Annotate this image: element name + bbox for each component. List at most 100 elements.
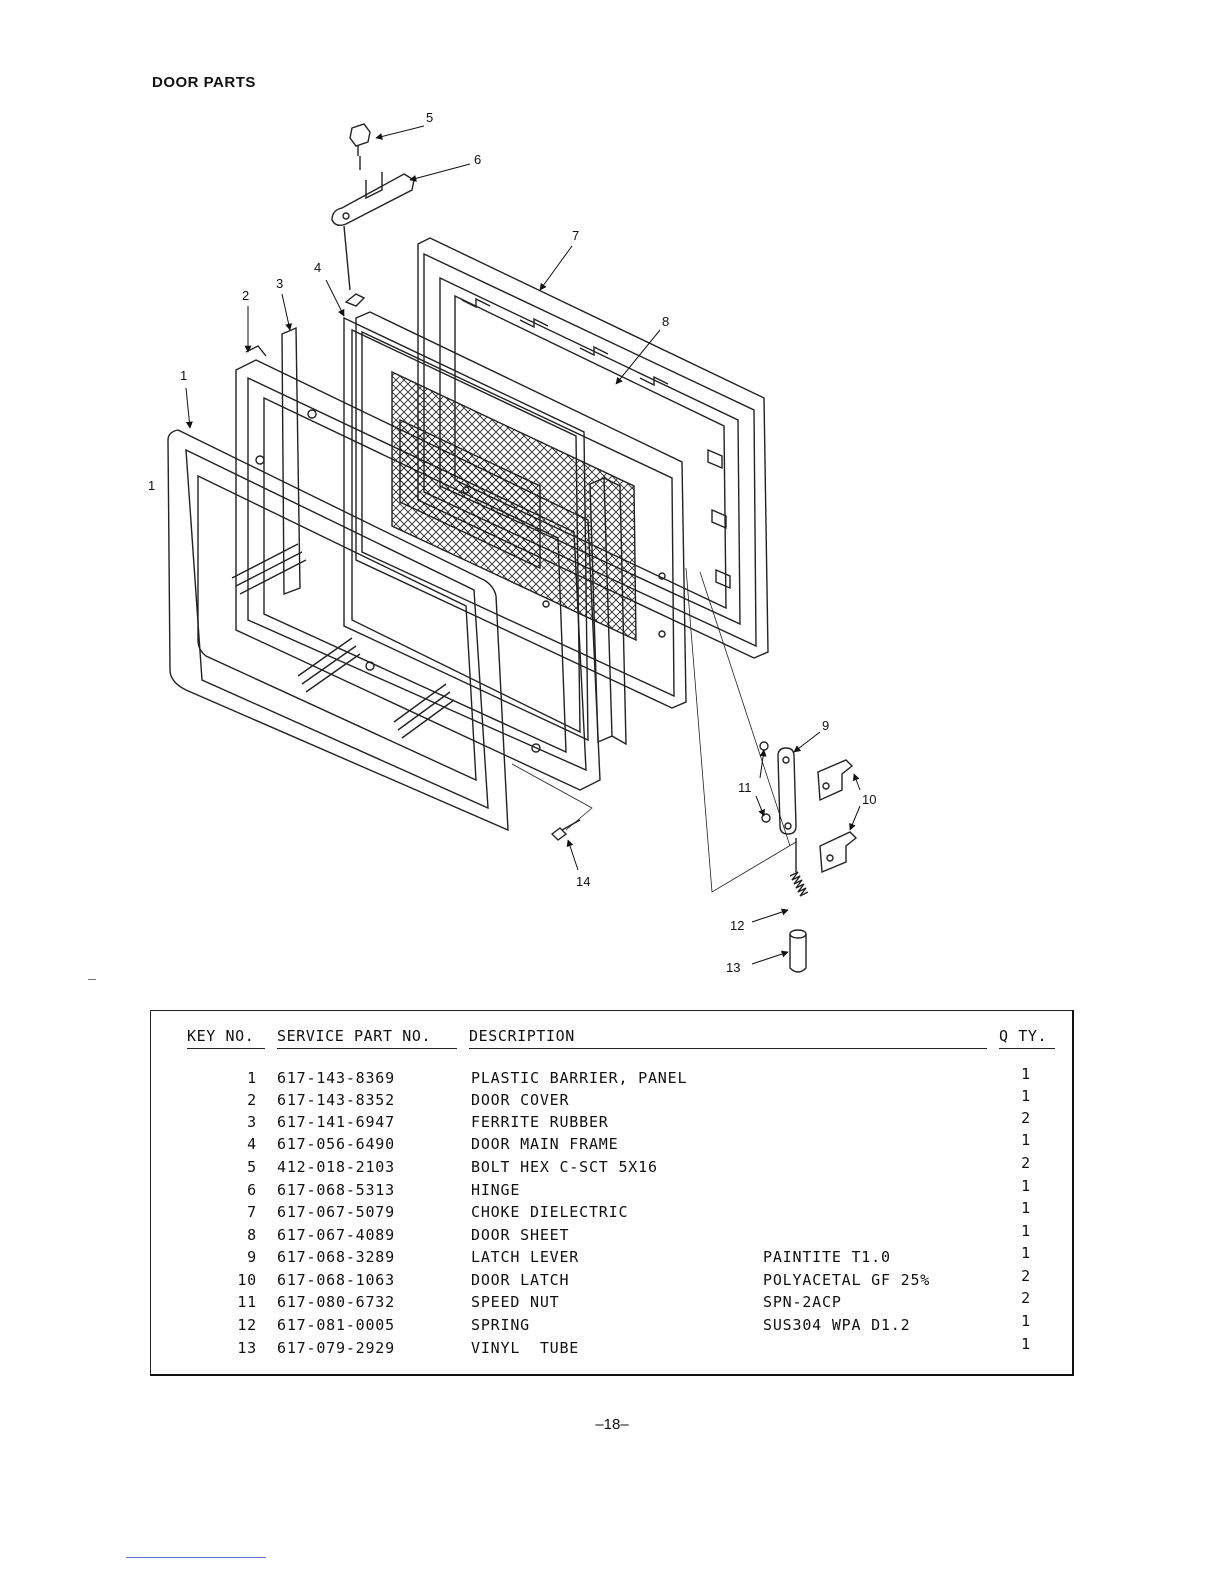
description: DOOR SHEET (471, 1226, 570, 1244)
service-part-no: 617-068-5313 (277, 1181, 395, 1199)
table-row: 7 617-067-5079 CHOKE DIELECTRIC 1 (151, 1199, 1072, 1225)
key-no: 9 (247, 1248, 257, 1266)
table-row: 5 412-018-2103 BOLT HEX C-SCT 5X16 2 (151, 1154, 1072, 1180)
callout-6: 6 (474, 152, 481, 167)
callout-14: 14 (576, 874, 590, 889)
key-no: 5 (247, 1158, 257, 1176)
bolt-hex-part (349, 123, 371, 170)
key-no: 6 (247, 1181, 257, 1199)
key-no: 8 (247, 1226, 257, 1244)
description: CHOKE DIELECTRIC (471, 1203, 629, 1221)
door-latch-part (817, 759, 858, 874)
callout-7: 7 (572, 228, 579, 243)
service-part-no: 617-143-8369 (277, 1069, 395, 1087)
description: DOOR COVER (471, 1091, 570, 1109)
description: SPEED NUT (471, 1293, 560, 1311)
description: DOOR MAIN FRAME (471, 1135, 619, 1153)
spring-part (789, 838, 809, 897)
description: SPRING (471, 1316, 530, 1334)
header-underline-qty (999, 1048, 1055, 1050)
description: VINYL TUBE (471, 1339, 580, 1357)
service-part-no: 617-143-8352 (277, 1091, 395, 1109)
page-heading: DOOR PARTS (152, 74, 256, 91)
screw-part (550, 819, 581, 841)
quantity: 2 (1021, 1267, 1031, 1285)
service-part-no: 617-079-2929 (277, 1339, 395, 1357)
callout-3: 3 (276, 276, 283, 291)
door-main-frame-part (343, 293, 666, 742)
description: BOLT HEX C-SCT 5X16 (471, 1158, 658, 1176)
quantity: 1 (1021, 1199, 1031, 1217)
quantity: 1 (1021, 1177, 1031, 1195)
table-row: 1 617-143-8369 PLASTIC BARRIER, PANEL 1 (151, 1065, 1072, 1091)
quantity: 1 (1021, 1131, 1031, 1149)
key-no: 11 (237, 1293, 257, 1311)
material-spec: PAINTITE T1.0 (763, 1248, 891, 1266)
vinyl-tube-part (789, 929, 807, 973)
key-no: 10 (237, 1271, 257, 1289)
page-number: –18– (595, 1416, 629, 1433)
service-part-no: 617-080-6732 (277, 1293, 395, 1311)
material-spec: SPN-2ACP (763, 1293, 842, 1311)
table-row: 8 617-067-4089 DOOR SHEET 1 (151, 1222, 1072, 1248)
callout-8: 8 (662, 314, 669, 329)
door-cover-part (235, 345, 601, 791)
table-row: 2 617-143-8352 DOOR COVER 1 (151, 1087, 1072, 1113)
callout-12: 12 (730, 918, 744, 933)
service-part-no: 617-056-6490 (277, 1135, 395, 1153)
service-part-no: 617-067-5079 (277, 1203, 395, 1221)
description: LATCH LEVER (471, 1248, 580, 1266)
table-row: 12 617-081-0005 SPRING SUS304 WPA D1.2 1 (151, 1312, 1072, 1338)
table-row: 6 617-068-5313 HINGE 1 (151, 1177, 1072, 1203)
description: FERRITE RUBBER (471, 1113, 609, 1131)
header-qty: Q TY. (999, 1027, 1048, 1045)
table-row: 3 617-141-6947 FERRITE RUBBER 2 (151, 1109, 1072, 1135)
quantity: 1 (1021, 1312, 1031, 1330)
header-service-part-no: SERVICE PART NO. (277, 1027, 432, 1045)
service-part-no: 617-068-1063 (277, 1271, 395, 1289)
exploded-door-diagram: 1 1 2 3 4 5 6 7 8 9 10 11 12 13 14 (148, 110, 876, 975)
callout-1: 1 (180, 368, 187, 383)
table-row: 11 617-080-6732 SPEED NUT SPN-2ACP 2 (151, 1289, 1072, 1315)
table-row: 4 617-056-6490 DOOR MAIN FRAME 1 (151, 1131, 1072, 1157)
door-sheet-part (355, 311, 687, 709)
description: HINGE (471, 1181, 521, 1199)
margin-tick (88, 979, 96, 980)
callout-10: 10 (862, 792, 876, 807)
key-no: 13 (237, 1339, 257, 1357)
service-part-no: 617-141-6947 (277, 1113, 395, 1131)
quantity: 1 (1021, 1065, 1031, 1083)
table-row: 10 617-068-1063 DOOR LATCH POLYACETAL GF… (151, 1267, 1072, 1293)
quantity: 2 (1021, 1109, 1031, 1127)
latch-lever-part (777, 747, 797, 835)
callout-4: 4 (314, 260, 321, 275)
description: DOOR LATCH (471, 1271, 570, 1289)
header-underline-key (187, 1048, 265, 1050)
parts-table: KEY NO. SERVICE PART NO. DESCRIPTION Q T… (150, 1010, 1074, 1376)
key-no: 4 (247, 1135, 257, 1153)
footer-rule (126, 1557, 266, 1558)
key-no: 2 (247, 1091, 257, 1109)
material-spec: POLYACETAL GF 25% (763, 1271, 931, 1289)
service-part-no: 617-068-3289 (277, 1248, 395, 1266)
description: PLASTIC BARRIER, PANEL (471, 1069, 688, 1087)
table-row: 9 617-068-3289 LATCH LEVER PAINTITE T1.0… (151, 1244, 1072, 1270)
header-underline-part (277, 1048, 457, 1050)
callout-1-left: 1 (148, 478, 155, 493)
hinge-part (331, 172, 415, 291)
table-row: 13 617-079-2929 VINYL TUBE 1 (151, 1335, 1072, 1361)
callout-9: 9 (822, 718, 829, 733)
service-part-no: 412-018-2103 (277, 1158, 395, 1176)
quantity: 2 (1021, 1154, 1031, 1172)
service-part-no: 617-067-4089 (277, 1226, 395, 1244)
quantity: 1 (1021, 1244, 1031, 1262)
header-description: DESCRIPTION (469, 1027, 575, 1045)
callout-11: 11 (738, 780, 752, 795)
service-part-no: 617-081-0005 (277, 1316, 395, 1334)
callout-2: 2 (242, 288, 249, 303)
plastic-barrier-panel-part (167, 429, 509, 832)
material-spec: SUS304 WPA D1.2 (763, 1316, 911, 1334)
header-underline-desc (469, 1048, 987, 1050)
key-no: 12 (237, 1316, 257, 1334)
quantity: 1 (1021, 1087, 1031, 1105)
